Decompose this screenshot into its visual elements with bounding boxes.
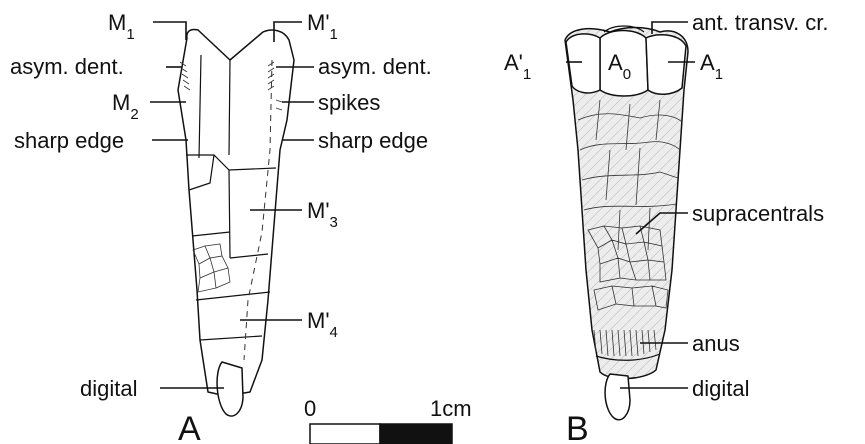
specimen-a-outline [178,29,294,396]
scale-bar-white-segment [310,424,380,444]
label-digital-b: digital [692,376,749,401]
panel-b-letter: B [566,410,589,444]
label-m4-prime: M'4 [307,308,338,341]
label-sharp-edge-left: sharp edge [14,128,124,153]
label-asym-dent-left: asym. dent. [10,54,124,79]
label-m1-prime: M'1 [307,10,338,43]
panel-a-specimen [178,29,294,416]
plate-a1-prime [566,34,600,93]
label-a1-prime: A'1 [504,50,531,83]
scale-bar-black-segment [380,424,452,444]
specimen-b-digital [605,374,630,420]
panel-b-specimen [565,26,688,420]
scale-end-label: 1cm [430,396,472,421]
scale-bar [310,424,452,444]
panel-a-letter: A [178,410,201,444]
leader-m1 [153,22,186,40]
label-anus: anus [692,331,740,356]
label-supracentrals: supracentrals [692,201,824,226]
plate-a1 [646,35,686,95]
scale-start-label: 0 [304,396,316,421]
label-m3-prime: M'3 [307,198,338,231]
label-a1: A1 [700,50,723,83]
specimen-a-digital [217,362,243,416]
label-asym-dent-right: asym. dent. [318,54,432,79]
label-spikes: spikes [318,90,380,115]
label-m2: M2 [112,90,139,123]
label-m1: M1 [108,10,135,43]
label-ant-transv-cr: ant. transv. cr. [692,10,829,35]
label-sharp-edge-right: sharp edge [318,128,428,153]
label-digital-a: digital [80,376,137,401]
